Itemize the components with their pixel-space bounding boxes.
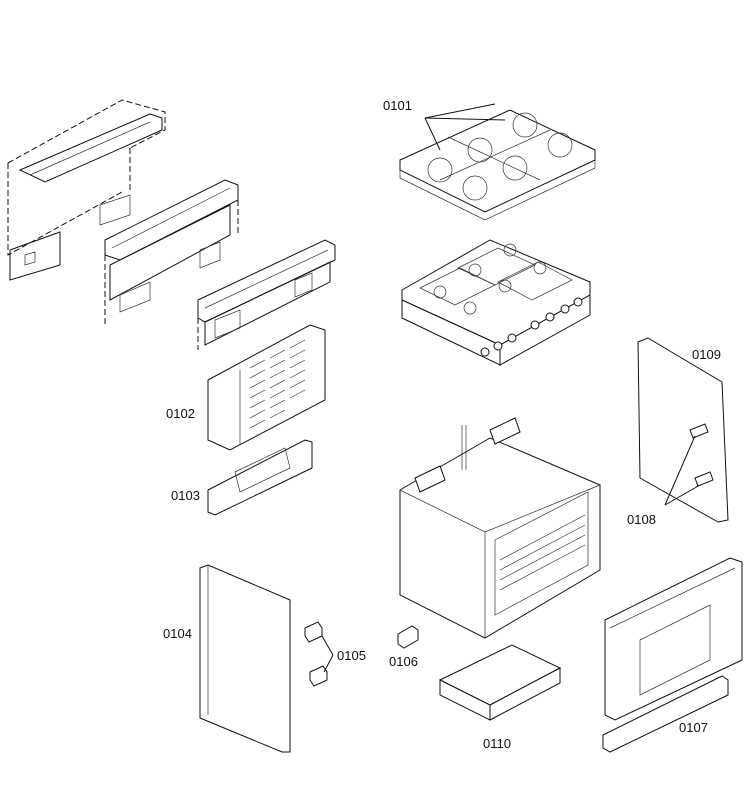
part-label-0105: 0105 [337, 648, 366, 663]
burner-grates [399, 103, 596, 221]
backguard-medium [104, 179, 239, 325]
vented-back-panel [207, 324, 326, 451]
part-label-0108: 0108 [627, 512, 656, 527]
oven-door [602, 557, 743, 753]
part-label-0103: 0103 [171, 488, 200, 503]
backguard-large [7, 99, 166, 281]
storage-drawer [438, 644, 562, 721]
side-panel [199, 564, 291, 753]
part-label-0102: 0102 [166, 406, 195, 421]
part-label-0104: 0104 [163, 626, 192, 641]
right-side-panel [637, 337, 729, 523]
lower-back-bracket [207, 439, 313, 516]
part-label-0107: 0107 [679, 720, 708, 735]
oven-body [399, 417, 601, 639]
rangetop-cooktop [401, 239, 591, 366]
part-label-0109: 0109 [692, 347, 721, 362]
part-label-0106: 0106 [389, 654, 418, 669]
part-label-0110: 0110 [483, 736, 511, 751]
small-bracket [397, 625, 419, 649]
side-clips [304, 621, 334, 687]
part-label-0101: 0101 [383, 98, 412, 113]
backguard-small [197, 239, 336, 350]
